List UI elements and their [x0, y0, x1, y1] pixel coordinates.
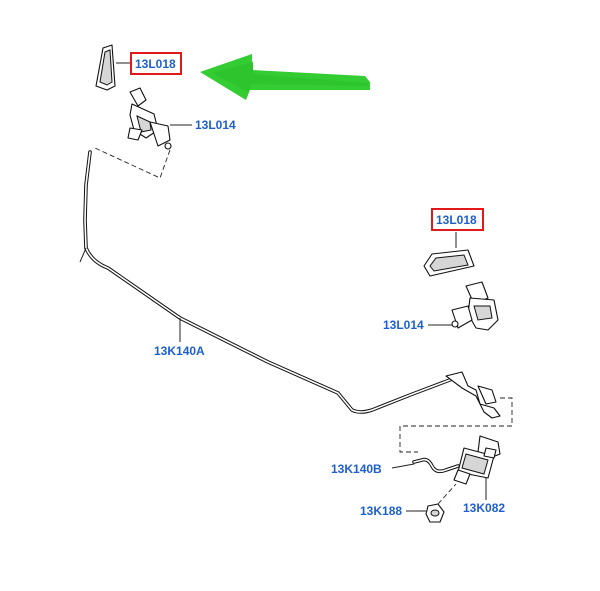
- label-hose-main: 13K140A: [154, 344, 205, 358]
- cap-part-top: [95, 44, 116, 91]
- green-arrow-pointer: [200, 54, 370, 100]
- highlight-box-cap-top: [130, 52, 182, 75]
- label-cap-top: 13L018: [135, 57, 176, 71]
- label-jet-top: 13L014: [195, 118, 236, 132]
- label-pump: 13K082: [463, 501, 505, 515]
- cap-part-right: [423, 249, 475, 277]
- hose-connector: [445, 371, 501, 419]
- label-hose-b: 13K140B: [331, 462, 382, 476]
- leader-hose-b: [391, 463, 415, 469]
- assembly-line-top: [94, 147, 171, 179]
- label-nut: 13K188: [360, 504, 402, 518]
- highlight-box-cap-right: [431, 208, 484, 231]
- jet-part-top: [127, 87, 172, 150]
- label-jet-right: 13L014: [383, 318, 424, 332]
- nut-part: [425, 503, 445, 523]
- jet-part-right: [451, 281, 499, 331]
- pump-part: [453, 435, 501, 485]
- assembly-line-right: [399, 397, 513, 453]
- label-cap-right: 13L018: [436, 213, 477, 227]
- assembly-line-nut: [437, 483, 457, 505]
- hose-13k140a: [83, 150, 462, 414]
